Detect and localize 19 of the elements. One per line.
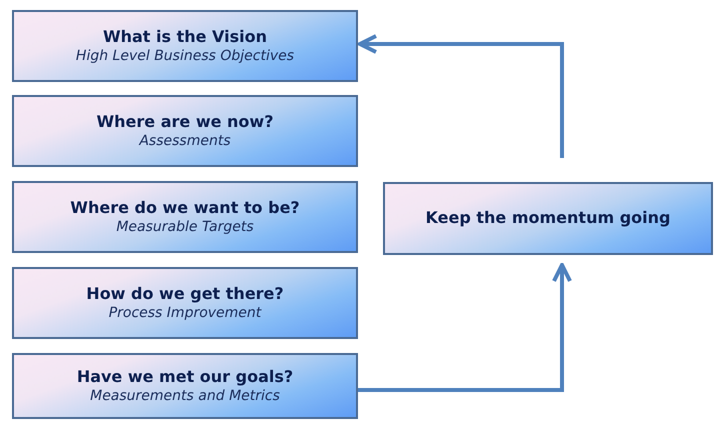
connector-arrow: [358, 34, 564, 158]
connector-arrow: [358, 263, 572, 392]
box-subtitle: Measurements and Metrics: [90, 387, 280, 406]
process-box: [12, 353, 358, 419]
box-heading: How do we get there?: [86, 284, 284, 304]
process-box: [12, 181, 358, 253]
box-heading: Have we met our goals?: [76, 366, 294, 388]
process-box: [383, 182, 713, 255]
box-subtitle: Process Improvement: [108, 304, 262, 322]
box-heading: Keep the momentum going: [426, 208, 670, 229]
process-box: [12, 10, 358, 82]
box-subtitle: Measurable Targets: [116, 218, 254, 236]
process-box: [12, 95, 358, 167]
box-heading: Where are we now?: [96, 112, 274, 132]
box-heading: What is the Vision: [102, 26, 268, 48]
box-subtitle: Assessments: [139, 132, 231, 150]
process-box: [12, 267, 358, 339]
box-subtitle: High Level Business Objectives: [76, 47, 294, 66]
box-heading: Where do we want to be?: [70, 198, 300, 218]
